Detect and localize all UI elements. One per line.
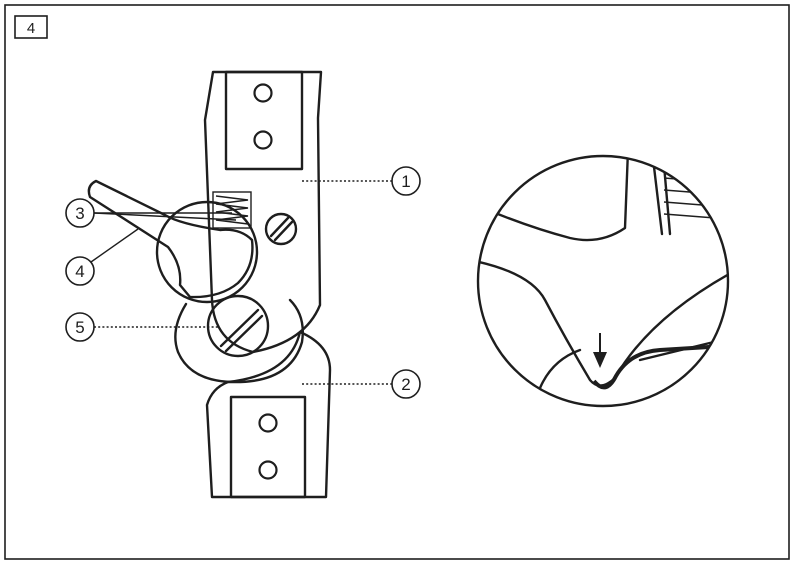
lower-sole bbox=[205, 330, 332, 499]
callout-3: 3 bbox=[65, 198, 237, 228]
callout-5-label: 5 bbox=[75, 318, 84, 337]
lower-hole-bottom bbox=[258, 460, 278, 480]
upper-screw-plate bbox=[224, 70, 304, 171]
set-screw-slot-b bbox=[273, 220, 294, 242]
detail-circle bbox=[476, 154, 730, 408]
lower-hole-top bbox=[258, 413, 278, 433]
callout-1: 1 bbox=[302, 166, 421, 196]
step-number: 4 bbox=[27, 20, 35, 37]
pivot-screw-slot-b bbox=[224, 314, 264, 353]
set-screw bbox=[264, 212, 298, 246]
callout-2: 2 bbox=[302, 369, 421, 399]
arrow-down-icon bbox=[593, 333, 607, 368]
magnifier-circle bbox=[155, 200, 259, 304]
figure-frame bbox=[4, 4, 790, 560]
callout-1-label: 1 bbox=[401, 172, 410, 191]
lower-screw-plate bbox=[229, 395, 307, 499]
upper-hole-top bbox=[253, 83, 273, 103]
callout-4-label: 4 bbox=[75, 262, 84, 281]
pivot-screw bbox=[206, 294, 270, 358]
callout-4: 4 bbox=[65, 228, 139, 286]
callout-3-label: 3 bbox=[75, 204, 84, 223]
presser-foot-assembly bbox=[87, 70, 332, 499]
callout-2-label: 2 bbox=[401, 375, 410, 394]
detail-view bbox=[476, 154, 730, 408]
set-screw-slot-a bbox=[269, 216, 290, 238]
step-number-box: 4 bbox=[14, 15, 48, 39]
upper-hole-bottom bbox=[253, 130, 273, 150]
pivot-screw-slot-a bbox=[219, 308, 260, 348]
lever bbox=[87, 179, 254, 299]
pivot-disc bbox=[174, 298, 304, 384]
callout-5: 5 bbox=[65, 312, 220, 342]
